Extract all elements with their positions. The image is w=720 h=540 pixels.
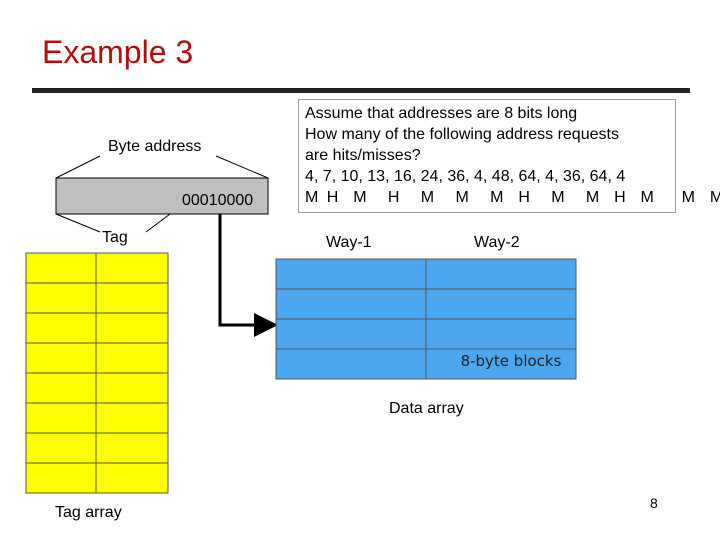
data-array-label: Data array bbox=[389, 400, 464, 417]
question-line: Assume that addresses are 8 bits long bbox=[305, 105, 578, 122]
byte-address-label: Byte address bbox=[108, 138, 202, 155]
tag-bracket-left bbox=[55, 213, 101, 233]
tag-array-cell bbox=[95, 312, 169, 344]
address-bracket-right bbox=[215, 155, 269, 179]
question-line: How many of the following address reques… bbox=[305, 126, 619, 143]
tag-array-cell bbox=[25, 282, 97, 314]
tag-array-cell bbox=[95, 432, 169, 464]
tag-array-cell bbox=[25, 342, 97, 374]
question-box: Assume that addresses are 8 bits long Ho… bbox=[298, 99, 720, 213]
data-array-cell bbox=[275, 348, 427, 380]
page-number: 8 bbox=[650, 495, 658, 511]
tag-array-cell bbox=[95, 372, 169, 404]
tag-array-cell bbox=[95, 252, 169, 284]
index-arrow bbox=[218, 214, 278, 337]
tag-array-cell bbox=[25, 252, 97, 284]
tag-field-label: Tag bbox=[102, 229, 128, 246]
tag-array-cell bbox=[25, 462, 97, 494]
data-array-cell bbox=[425, 288, 577, 320]
data-array-cell bbox=[275, 258, 427, 290]
data-array-cell bbox=[425, 258, 577, 290]
tag-array-cell bbox=[25, 432, 97, 464]
tag-array-cell bbox=[95, 462, 169, 494]
address-sequence: 4, 7, 10, 13, 16, 24, 36, 4, 48, 64, 4, … bbox=[305, 168, 626, 185]
tag-array-cell bbox=[25, 372, 97, 404]
data-array-cell bbox=[425, 318, 577, 350]
question-line: are hits/misses? bbox=[305, 147, 421, 164]
way-1-label: Way-1 bbox=[326, 234, 372, 251]
data-array-cell bbox=[425, 348, 577, 380]
data-array-cell bbox=[275, 288, 427, 320]
address-bracket-left bbox=[55, 155, 101, 179]
tag-array-cell bbox=[25, 402, 97, 434]
tag-array-grid bbox=[25, 252, 169, 494]
hit-miss-sequence: M H M H M M M H M M H M M M bbox=[305, 189, 720, 206]
block-size-label: 8-byte blocks bbox=[460, 352, 562, 370]
byte-address-register bbox=[55, 177, 269, 215]
data-array-cell bbox=[275, 318, 427, 350]
tag-bracket-right bbox=[145, 213, 171, 233]
data-array-grid bbox=[275, 258, 577, 380]
tag-array-label: Tag array bbox=[55, 504, 122, 521]
tag-array-cell bbox=[95, 402, 169, 434]
tag-array-cell bbox=[25, 312, 97, 344]
byte-address-value: 00010000 bbox=[182, 192, 254, 209]
title-divider bbox=[32, 88, 690, 93]
slide-title: Example 3 bbox=[42, 34, 194, 70]
tag-array-cell bbox=[95, 282, 169, 314]
tag-array-cell bbox=[95, 342, 169, 374]
way-2-label: Way-2 bbox=[474, 234, 520, 251]
